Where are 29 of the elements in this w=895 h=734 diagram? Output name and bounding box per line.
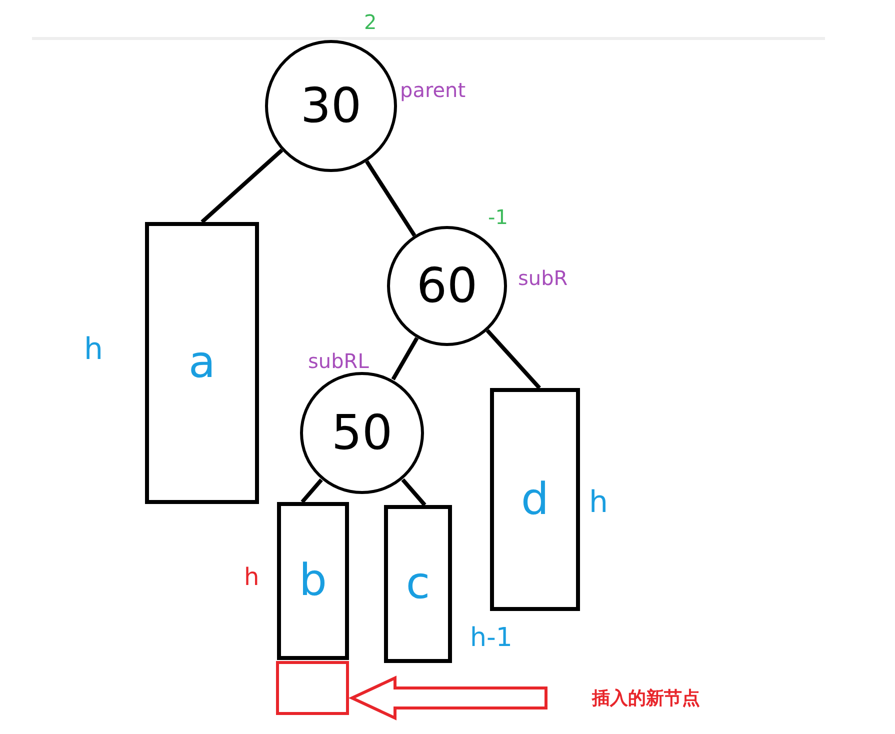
node-key: 60 bbox=[416, 262, 478, 310]
height-label: h-1 bbox=[470, 625, 512, 651]
tree-edge bbox=[365, 160, 416, 237]
height-label: h bbox=[589, 488, 608, 518]
subtree-rect bbox=[277, 502, 349, 660]
node-key: 50 bbox=[331, 409, 393, 457]
subtree-rect bbox=[490, 388, 580, 611]
subtree-label: a bbox=[188, 341, 216, 385]
tree-edge bbox=[200, 148, 284, 224]
height-label: h bbox=[244, 565, 260, 589]
node-name: subRL bbox=[308, 351, 369, 371]
tree-edge bbox=[486, 329, 541, 390]
subtree-rect bbox=[384, 505, 452, 663]
node-name: parent bbox=[400, 80, 466, 100]
subtree-label: b bbox=[299, 559, 327, 603]
node-name: subR bbox=[518, 268, 568, 288]
height-label: h bbox=[84, 335, 104, 365]
balance-factor: -1 bbox=[488, 207, 508, 227]
node-key: 30 bbox=[300, 82, 362, 130]
tree-edge bbox=[401, 478, 426, 506]
subtree-label: d bbox=[521, 478, 549, 522]
hollow-arrow bbox=[348, 676, 548, 720]
tree-edge bbox=[391, 336, 419, 380]
subtree-rect bbox=[145, 222, 259, 504]
balance-factor: 2 bbox=[364, 12, 377, 32]
tree-edge bbox=[300, 478, 323, 504]
subtree-label: c bbox=[406, 562, 430, 606]
annotation-text: 插入的新节点 bbox=[566, 684, 726, 712]
new-node-box bbox=[276, 661, 349, 715]
